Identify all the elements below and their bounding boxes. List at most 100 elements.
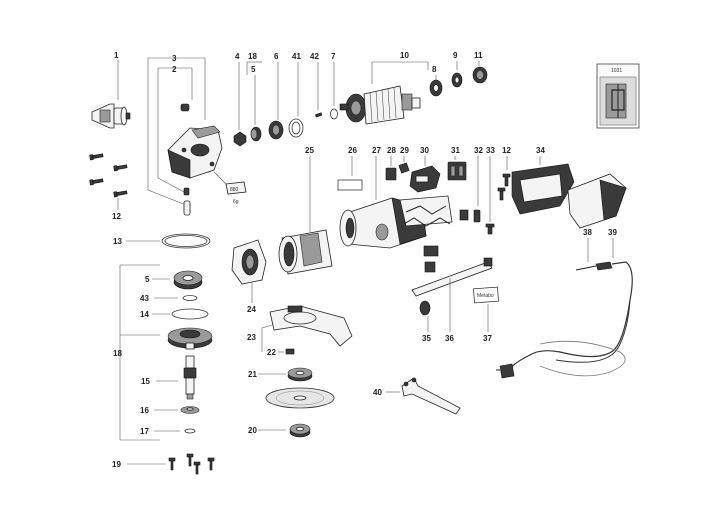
- part-gear-housing: [167, 103, 223, 179]
- label-12-left: 12: [112, 212, 121, 221]
- part-5-gear: [152, 270, 203, 290]
- label-34: 34: [536, 146, 545, 155]
- part-14-oring: [152, 308, 209, 320]
- label-26: 26: [348, 146, 357, 155]
- part-28-brush: [385, 167, 397, 181]
- tag-880: 880 6g: [213, 171, 247, 205]
- part-40-spanner: [401, 377, 461, 415]
- part-grinding-disc: [265, 387, 335, 409]
- part-21-flange: [287, 367, 313, 382]
- label-38: 38: [583, 228, 592, 237]
- label-3: 3: [172, 54, 177, 63]
- label-10: 10: [400, 51, 409, 60]
- tag-880-text: 880: [230, 187, 239, 193]
- label-15: 15: [141, 377, 150, 386]
- label-12-right: 12: [502, 146, 511, 155]
- label-9: 9: [453, 51, 458, 60]
- label-24: 24: [247, 305, 256, 314]
- label-2: 2: [172, 65, 177, 74]
- label-14: 14: [140, 310, 149, 319]
- label-11: 11: [474, 51, 483, 60]
- part-15-spindle: [156, 355, 197, 400]
- part-35-clip: [419, 300, 431, 332]
- inset-code: 1031: [611, 68, 622, 74]
- part-13-oring: [126, 233, 211, 249]
- part-33-screw: [485, 223, 495, 235]
- label-33: 33: [486, 146, 495, 155]
- part-20-nut: [289, 423, 311, 438]
- label-29: 29: [400, 146, 409, 155]
- label-37: 37: [483, 334, 492, 343]
- part-8-bearing: [429, 79, 443, 97]
- bracket-3: [147, 57, 206, 206]
- bracket-18: [119, 264, 160, 441]
- part-23-wheel-guard: [269, 305, 353, 347]
- label-32: 32: [474, 146, 483, 155]
- label-13: 13: [113, 237, 122, 246]
- part-17-ring: [154, 428, 196, 434]
- label-19: 19: [112, 460, 121, 469]
- part-4-nut: [233, 131, 247, 147]
- part-34-handle: [511, 163, 627, 229]
- label-20: 20: [248, 426, 257, 435]
- part-1-spindle: [91, 60, 131, 129]
- part-pin: [183, 187, 191, 216]
- label-39: 39: [608, 228, 617, 237]
- label-27: 27: [372, 146, 381, 155]
- part-wiring-assembly: [399, 195, 469, 227]
- label-4: 4: [235, 52, 240, 61]
- part-42-key: [315, 112, 323, 118]
- part-plug-small-a: [423, 245, 439, 273]
- part-36-bar: [411, 257, 493, 332]
- label-23: 23: [247, 333, 256, 342]
- part-25-field: [278, 229, 333, 275]
- part-29-holder: [398, 162, 410, 174]
- label-36: 36: [445, 334, 454, 343]
- label-5-top: 5: [251, 65, 256, 74]
- label-35: 35: [422, 334, 431, 343]
- label-7: 7: [331, 52, 336, 61]
- label-16: 16: [140, 406, 149, 415]
- label-28: 28: [387, 146, 396, 155]
- label-22: 22: [267, 348, 276, 357]
- part-31-capacitor: [447, 161, 467, 181]
- label-5-left: 5: [145, 275, 150, 284]
- part-5-gear-top: [250, 126, 262, 142]
- label-43: 43: [140, 294, 149, 303]
- part-flange-plate: [167, 327, 213, 350]
- part-41-ring: [288, 118, 304, 138]
- part-26-label: [337, 179, 363, 191]
- part-19-screws: [127, 453, 215, 475]
- part-22-screw: [285, 348, 295, 355]
- label-6: 6: [274, 52, 279, 61]
- label-30: 30: [420, 146, 429, 155]
- plate-text: Metabo: [477, 293, 494, 299]
- part-38-39-cable: [496, 261, 633, 379]
- tag-sub-text: 6g: [233, 199, 239, 205]
- label-8: 8: [432, 65, 437, 74]
- label-42: 42: [310, 52, 319, 61]
- part-24-guard-ring: [231, 239, 267, 285]
- part-7-washer: [330, 108, 338, 120]
- part-37-plate: Metabo: [473, 286, 499, 332]
- label-1: 1: [114, 51, 119, 60]
- label-21: 21: [248, 370, 257, 379]
- inset-reference-box: 1031: [596, 63, 640, 129]
- label-18-left: 18: [113, 349, 122, 358]
- part-9-ring: [451, 72, 463, 88]
- screw-group-12: [89, 153, 128, 210]
- label-17: 17: [140, 427, 149, 436]
- part-16-washer: [154, 406, 200, 414]
- part-32-clip: [473, 209, 481, 223]
- part-10-armature: [339, 85, 421, 125]
- label-31: 31: [451, 146, 460, 155]
- label-41: 41: [292, 52, 301, 61]
- part-30-switch: [409, 165, 441, 193]
- label-18-top: 18: [248, 52, 257, 61]
- part-43-washer: [154, 295, 198, 301]
- part-11-cap: [472, 66, 488, 84]
- label-40: 40: [373, 388, 382, 397]
- label-25: 25: [305, 146, 314, 155]
- part-12-screws-right: [497, 173, 511, 201]
